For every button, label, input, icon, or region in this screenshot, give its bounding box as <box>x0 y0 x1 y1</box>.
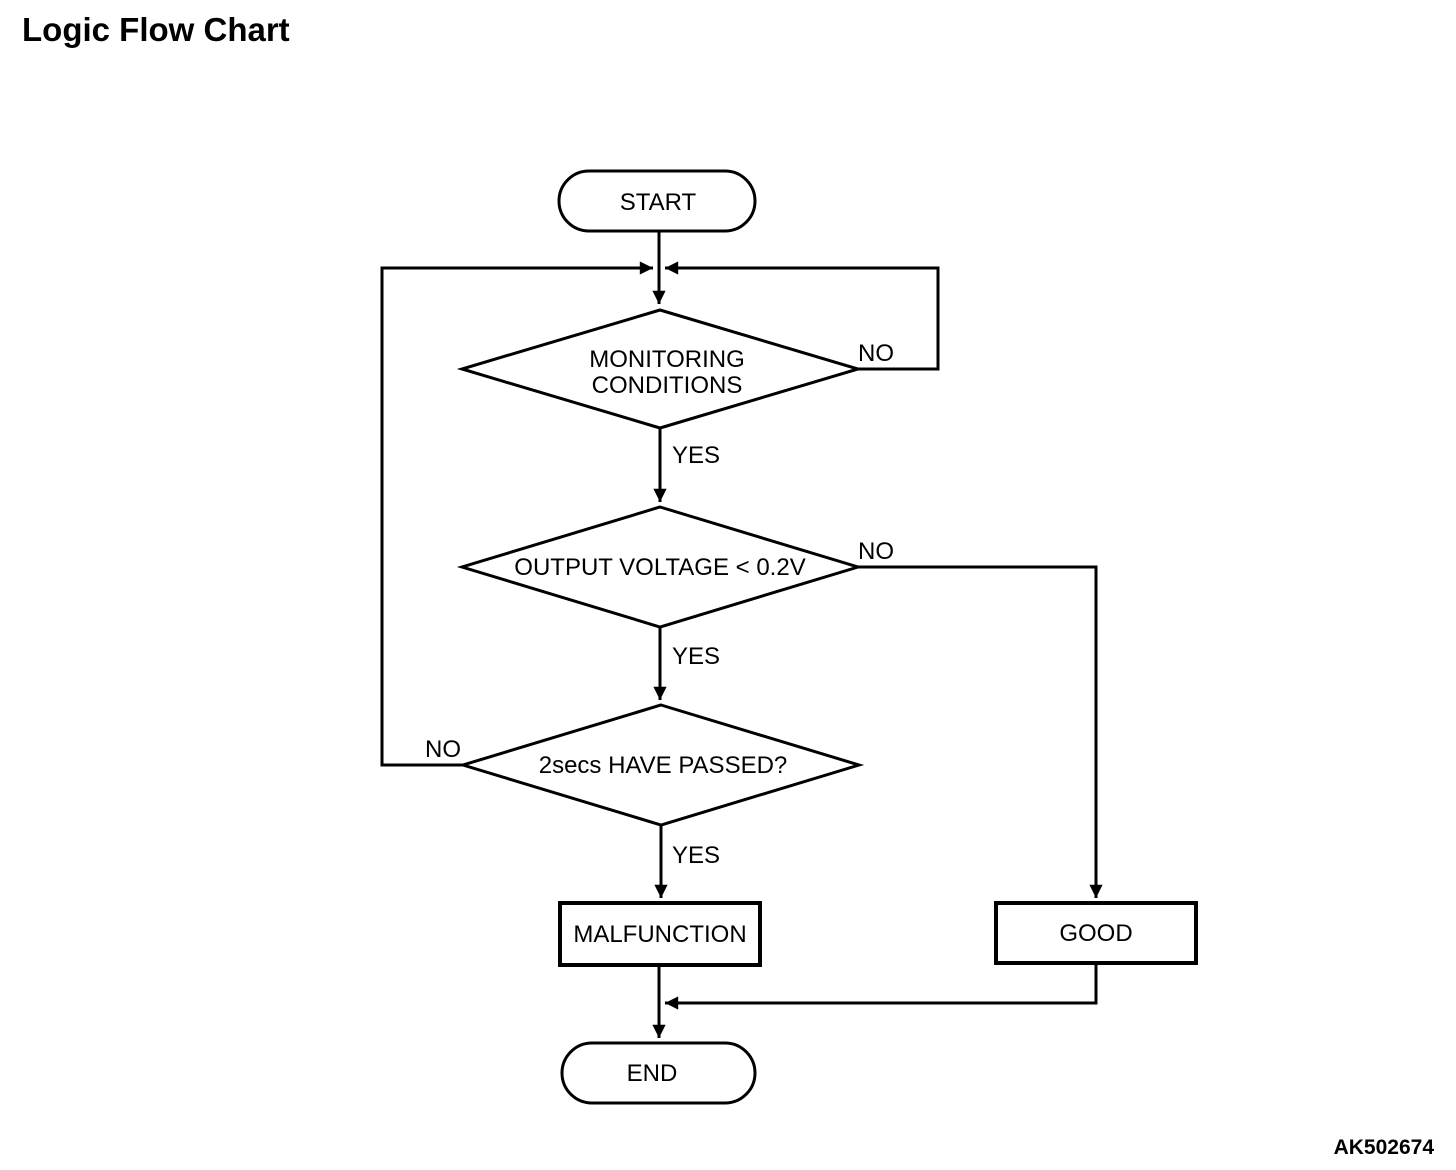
edge-label-output-voltage-no: NO <box>858 538 894 565</box>
edge-output-voltage-no-to-good <box>858 565 1103 898</box>
edge-monitoring-no-loop <box>665 261 940 371</box>
edge-good-to-end-join <box>665 963 1098 1010</box>
node-start-terminator <box>557 169 757 233</box>
node-output-voltage-decision <box>456 505 864 629</box>
node-malfunction-process <box>558 901 762 967</box>
edge-label-monitoring-no: NO <box>858 340 894 367</box>
node-end-terminator <box>560 1041 757 1105</box>
edge-label-output-voltage-yes: YES <box>672 643 720 670</box>
node-monitoring-conditions-label-line1: MONITORING <box>589 346 745 373</box>
page-title: Logic Flow Chart <box>22 11 290 48</box>
edge-two-secs-no-loop <box>380 261 653 767</box>
node-end-label: END <box>627 1060 678 1087</box>
edge-label-monitoring-yes: YES <box>672 442 720 469</box>
node-output-voltage-label: OUTPUT VOLTAGE < 0.2V <box>514 554 805 581</box>
node-malfunction-label: MALFUNCTION <box>573 921 746 948</box>
node-monitoring-conditions-decision <box>456 308 864 430</box>
figure-code: AK502674 <box>1333 1136 1434 1159</box>
node-two-secs-passed-decision <box>457 703 865 827</box>
node-good-process <box>994 901 1198 965</box>
node-good-label: GOOD <box>1059 920 1132 947</box>
node-two-secs-passed-label: 2secs HAVE PASSED? <box>539 752 788 779</box>
node-start-label: START <box>620 189 697 216</box>
edge-label-two-secs-yes: YES <box>672 842 720 869</box>
node-monitoring-conditions-label-line2: CONDITIONS <box>592 372 743 399</box>
edge-label-two-secs-no: NO <box>425 736 461 763</box>
